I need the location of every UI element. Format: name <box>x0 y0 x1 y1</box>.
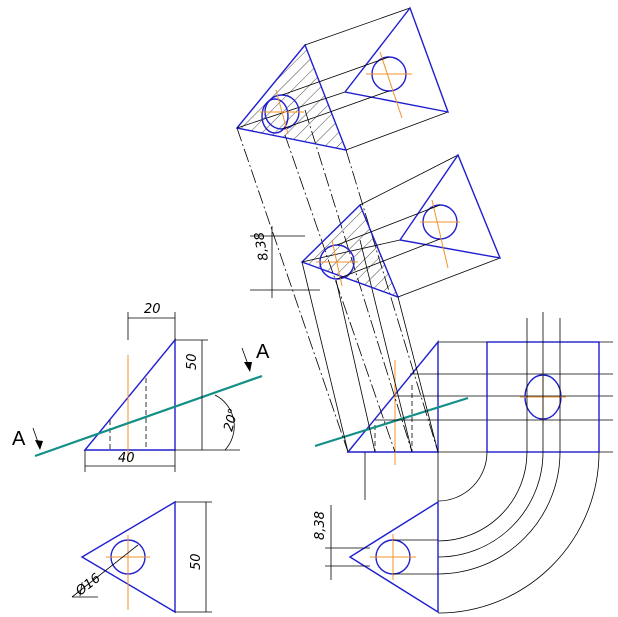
diagonal-projections <box>236 109 439 453</box>
axis <box>331 239 343 287</box>
transfer-arc <box>437 451 488 502</box>
true-shape-end-face <box>398 153 502 259</box>
side-view <box>486 312 600 453</box>
projection-chain-line <box>345 149 439 453</box>
projection-chain-line <box>284 134 396 453</box>
dim-front-top-width: 20 <box>144 302 161 317</box>
hole-edge <box>336 204 441 246</box>
cutting-plane-line <box>34 374 263 458</box>
dim-top-view-height: 50 <box>189 553 204 570</box>
front-view-outline <box>83 338 176 451</box>
arrow-head <box>35 440 43 450</box>
iso-front-face <box>235 43 348 151</box>
prism-edge <box>397 257 501 298</box>
section-top-view: 8,38 <box>313 500 439 614</box>
dim-front-base-width: 40 <box>118 451 135 466</box>
transfer-arc <box>437 451 561 575</box>
dim-cut-angle: 20° <box>221 407 241 433</box>
front-view: 20 50 40 20° A A <box>12 302 270 472</box>
true-shape-outline <box>300 203 400 299</box>
section-label-right: A <box>256 341 270 363</box>
isometric-section <box>235 6 450 151</box>
true-shape-view: 8,38 <box>250 153 502 299</box>
axis <box>275 89 289 135</box>
transfer-arc <box>437 451 600 614</box>
dim-front-height: 50 <box>185 353 200 370</box>
projection-line <box>335 279 376 453</box>
section-label-left: A <box>12 428 26 450</box>
section-top-outline <box>348 500 439 614</box>
diameter-leader <box>71 544 139 598</box>
prism-edge <box>359 154 459 206</box>
iso-back-face <box>343 6 450 113</box>
projection-line <box>397 296 439 453</box>
arrow-head <box>244 362 252 372</box>
prism-edge <box>345 111 449 151</box>
top-view: 50 Ø16 <box>71 500 212 614</box>
section-front-outline <box>346 340 439 453</box>
cutting-plane-line <box>314 396 469 448</box>
prism-edge <box>301 239 401 263</box>
hole-edge <box>281 90 390 130</box>
dim-hole-diameter: Ø16 <box>72 571 103 600</box>
transfer-arc <box>437 451 544 558</box>
hole-edge <box>336 238 441 280</box>
prism-edge <box>236 91 346 129</box>
angle-arc <box>214 394 235 451</box>
projection-line <box>301 261 349 453</box>
dim-offset-top-view: 8,38 <box>313 511 328 540</box>
iso-hole-cut <box>261 98 289 134</box>
transfer-arcs <box>437 451 600 614</box>
prism-edge <box>304 7 411 46</box>
axis <box>379 51 403 119</box>
axis <box>431 199 449 269</box>
dim-offset-true-shape: 8,38 <box>252 231 272 262</box>
hole-edge <box>281 56 390 96</box>
transfer-arc <box>437 451 528 542</box>
